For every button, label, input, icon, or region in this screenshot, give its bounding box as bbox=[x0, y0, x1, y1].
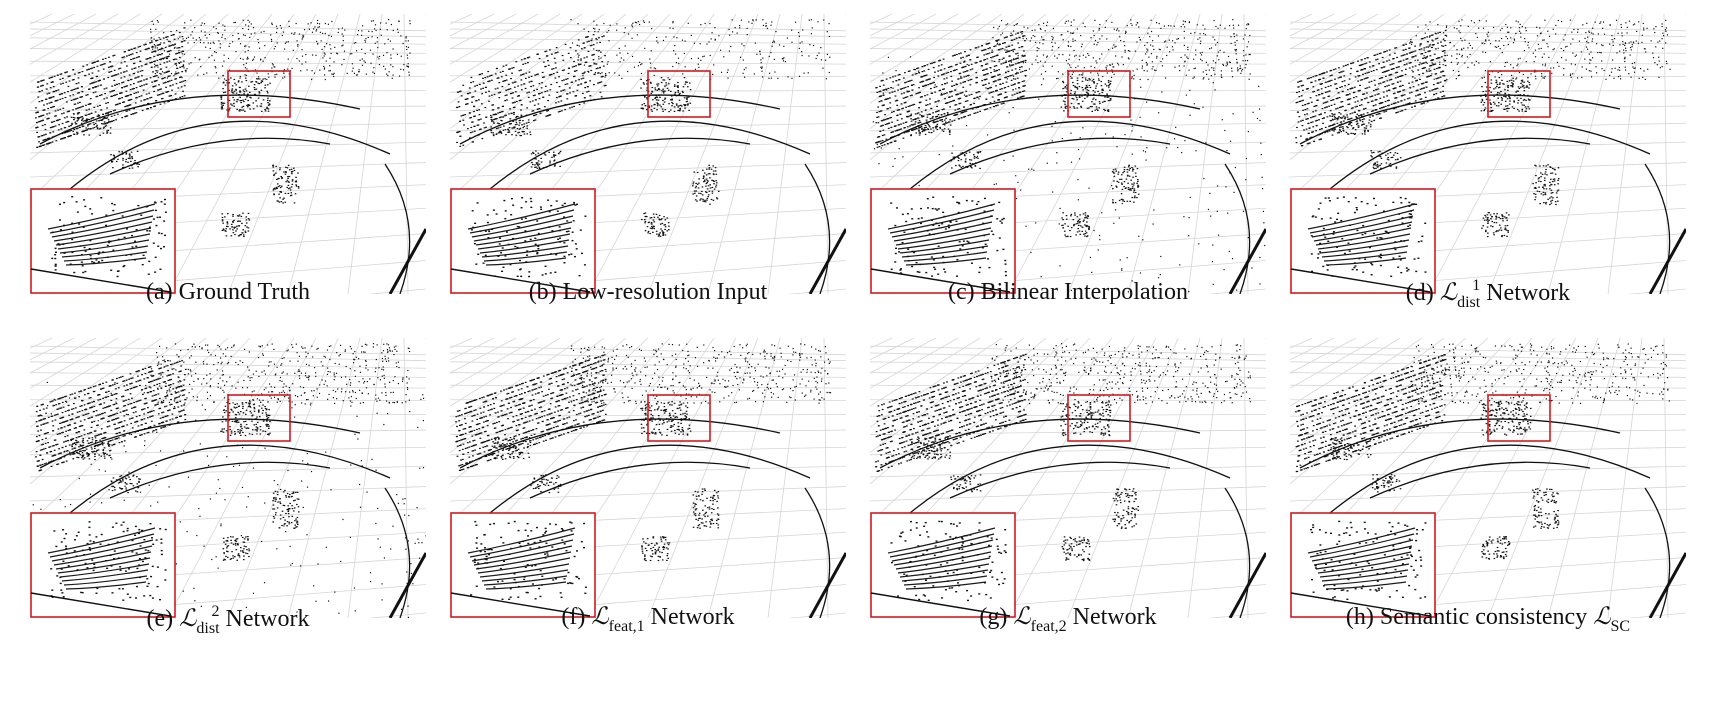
loss-subscript: SC bbox=[1610, 618, 1631, 635]
loss-symbol: ℒ bbox=[591, 602, 609, 630]
caption: (f) ℒfeat,1 Network bbox=[450, 602, 846, 635]
loss-subscript: dist bbox=[1457, 294, 1481, 311]
point-cloud-image bbox=[870, 14, 1266, 294]
caption-label: (d) bbox=[1405, 280, 1434, 306]
caption: (c) Bilinear Interpolation bbox=[870, 278, 1266, 306]
point-cloud-image bbox=[1290, 14, 1686, 294]
caption-text: Network bbox=[1072, 604, 1157, 630]
loss-symbol: ℒ bbox=[1439, 278, 1458, 306]
point-cloud-image bbox=[30, 14, 426, 294]
loss-subscript: feat,2 bbox=[1030, 618, 1067, 635]
caption: (b) Low-resolution Input bbox=[450, 278, 846, 306]
caption-text: Semantic consistency bbox=[1379, 604, 1588, 630]
caption-text: Network bbox=[225, 606, 310, 632]
caption-text: Network bbox=[650, 604, 735, 630]
loss-superscript: 1 bbox=[1472, 277, 1481, 294]
point-cloud-image bbox=[450, 14, 846, 294]
caption-label: (f) bbox=[561, 604, 586, 630]
loss-subscript: dist bbox=[196, 620, 220, 637]
point-cloud-image bbox=[450, 338, 846, 618]
caption-label: (b) bbox=[528, 279, 557, 305]
loss-subscript: feat,1 bbox=[608, 618, 645, 635]
caption-label: (c) bbox=[948, 279, 975, 305]
caption-label: (a) bbox=[145, 279, 173, 305]
caption: (d) ℒdist1 Network bbox=[1290, 277, 1686, 311]
point-cloud-image bbox=[870, 338, 1266, 618]
caption: (g) ℒfeat,2 Network bbox=[870, 602, 1266, 635]
caption-label: (e) bbox=[146, 606, 174, 632]
caption-text: Bilinear Interpolation bbox=[980, 279, 1188, 305]
point-cloud-image bbox=[1290, 338, 1686, 618]
loss-superscript: 2 bbox=[211, 603, 220, 620]
caption-label: (g) bbox=[979, 604, 1008, 630]
caption: (h) Semantic consistency ℒSC bbox=[1290, 602, 1686, 635]
point-cloud-image bbox=[30, 338, 426, 618]
caption: (a) Ground Truth bbox=[30, 278, 426, 306]
caption-text: Ground Truth bbox=[178, 279, 310, 305]
loss-symbol: ℒ bbox=[1013, 602, 1031, 630]
caption-text: Low-resolution Input bbox=[562, 279, 768, 305]
caption: (e) ℒdist2 Network bbox=[30, 603, 426, 637]
loss-symbol: ℒ bbox=[179, 604, 197, 632]
loss-symbol: ℒ bbox=[1593, 602, 1611, 630]
caption-text: Network bbox=[1486, 280, 1571, 306]
caption-label: (h) bbox=[1345, 604, 1374, 630]
